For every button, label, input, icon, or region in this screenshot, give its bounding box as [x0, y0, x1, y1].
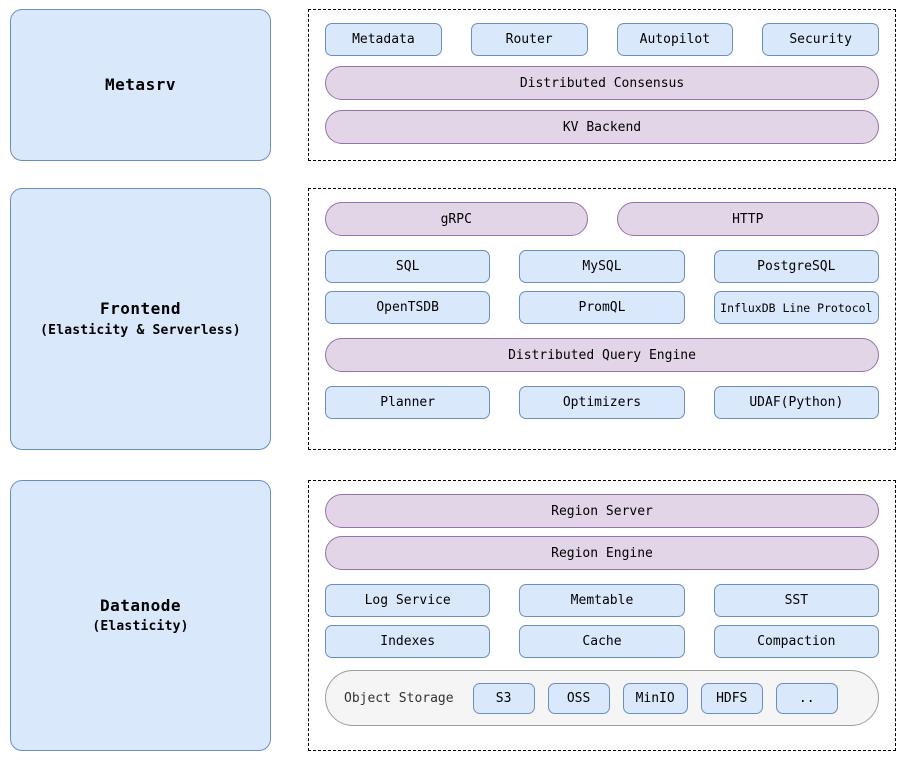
frontend-protocols-row: gRPC HTTP [325, 202, 879, 236]
spacer [325, 617, 879, 625]
datanode-component-cache[interactable]: Cache [519, 625, 685, 658]
storage-backend-more[interactable]: .. [775, 682, 838, 714]
frontend-distributed-query-engine[interactable]: Distributed Query Engine [325, 338, 879, 372]
metasrv-layer-distributed-consensus[interactable]: Distributed Consensus [325, 66, 879, 100]
metasrv-service-metadata[interactable]: Metadata [325, 23, 442, 56]
object-storage-label: Object Storage [344, 690, 454, 706]
datanode-component-sst[interactable]: SST [713, 584, 879, 617]
datanode-region-engine-row: Region Engine [325, 536, 879, 570]
datanode-components-row-1: Log Service Memtable SST [325, 584, 879, 617]
datanode-components-row-2: Indexes Cache Compaction [325, 625, 879, 658]
frontend-components-container: gRPC HTTP SQL MySQL PostgreSQL OpenTSDB … [308, 188, 896, 450]
metasrv-components-container: Metadata Router Autopilot Security Distr… [308, 9, 896, 161]
frontend-dialects-row-2: OpenTSDB PromQL InfluxDB Line Protocol [325, 291, 879, 324]
metasrv-layer-kv-backend[interactable]: KV Backend [325, 110, 879, 144]
frontend-component-planner[interactable]: Planner [325, 386, 491, 419]
role-title-datanode: Datanode [99, 595, 182, 615]
storage-backend-minio[interactable]: MinIO [622, 682, 688, 714]
spacer [325, 570, 879, 584]
frontend-dialect-postgresql[interactable]: PostgreSQL [713, 250, 879, 283]
datanode-component-memtable[interactable]: Memtable [519, 584, 685, 617]
frontend-component-optimizers[interactable]: Optimizers [519, 386, 685, 419]
spacer [325, 236, 879, 250]
frontend-component-udaf-python[interactable]: UDAF(Python) [713, 386, 879, 419]
frontend-row: Frontend (Elasticity & Serverless) gRPC … [0, 188, 903, 450]
spacer [325, 528, 879, 536]
frontend-query-engine-row: Distributed Query Engine [325, 338, 879, 372]
role-panel-frontend[interactable]: Frontend (Elasticity & Serverless) [10, 188, 271, 450]
frontend-dialect-opentsdb[interactable]: OpenTSDB [325, 291, 491, 324]
role-title-metasrv: Metasrv [105, 75, 176, 95]
metasrv-row: Metasrv Metadata Router Autopilot Securi… [0, 9, 903, 161]
datanode-components-container: Region Server Region Engine Log Service … [308, 480, 896, 751]
datanode-layer-region-server[interactable]: Region Server [325, 494, 879, 528]
frontend-engine-components-row: Planner Optimizers UDAF(Python) [325, 386, 879, 419]
spacer [325, 372, 879, 386]
frontend-dialect-sql[interactable]: SQL [325, 250, 491, 283]
frontend-protocol-grpc[interactable]: gRPC [325, 202, 588, 236]
storage-backend-s3[interactable]: S3 [472, 682, 535, 714]
metasrv-service-autopilot[interactable]: Autopilot [616, 23, 734, 56]
role-title-frontend: Frontend [99, 299, 182, 319]
datanode-component-compaction[interactable]: Compaction [713, 625, 879, 658]
frontend-dialect-mysql[interactable]: MySQL [519, 250, 685, 283]
frontend-dialect-promql[interactable]: PromQL [519, 291, 685, 324]
frontend-protocol-http[interactable]: HTTP [616, 202, 879, 236]
frontend-dialects-row-1: SQL MySQL PostgreSQL [325, 250, 879, 283]
role-subtitle-frontend: (Elasticity & Serverless) [40, 322, 241, 338]
spacer [325, 324, 879, 338]
spacer [325, 283, 879, 291]
metasrv-kv-backend-row: KV Backend [325, 110, 879, 144]
metasrv-consensus-row: Distributed Consensus [325, 66, 879, 100]
datanode-component-log-service[interactable]: Log Service [325, 584, 491, 617]
storage-backend-oss[interactable]: OSS [547, 682, 610, 714]
datanode-layer-region-engine[interactable]: Region Engine [325, 536, 879, 570]
role-panel-metasrv[interactable]: Metasrv [10, 9, 271, 161]
frontend-dialect-influxdb-line-protocol[interactable]: InfluxDB Line Protocol [713, 291, 879, 324]
storage-backend-hdfs[interactable]: HDFS [700, 682, 763, 714]
role-panel-datanode[interactable]: Datanode (Elasticity) [10, 480, 271, 751]
datanode-row: Datanode (Elasticity) Region Server Regi… [0, 480, 903, 751]
datanode-component-indexes[interactable]: Indexes [325, 625, 491, 658]
datanode-region-server-row: Region Server [325, 494, 879, 528]
metasrv-services-row: Metadata Router Autopilot Security [325, 23, 879, 56]
metasrv-service-security[interactable]: Security [762, 23, 879, 56]
metasrv-service-router[interactable]: Router [470, 23, 588, 56]
role-subtitle-datanode: (Elasticity) [92, 619, 189, 635]
object-storage-strip: Object Storage S3 OSS MinIO HDFS .. [325, 670, 879, 726]
